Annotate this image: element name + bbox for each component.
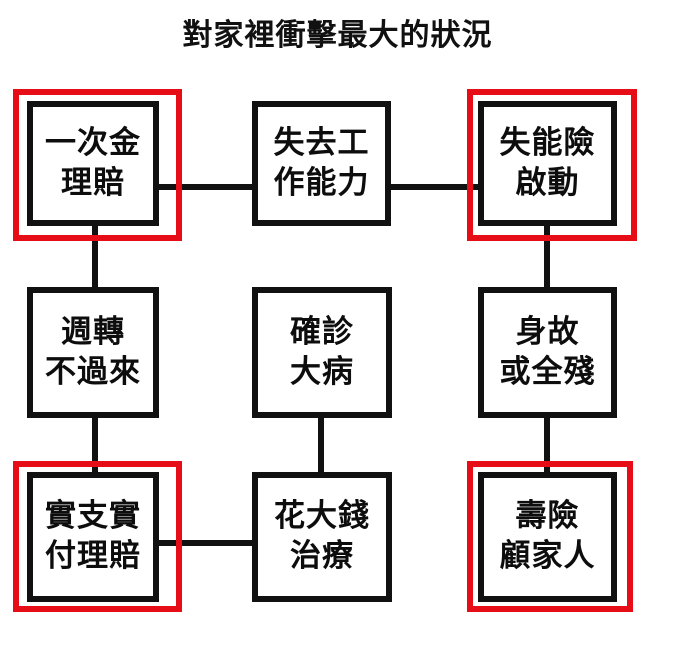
node-label-line1: 壽險 (515, 498, 580, 535)
highlight-frame-life-insurance-for-family (467, 461, 633, 612)
connector-disability-insurance-to-death (544, 222, 550, 292)
node-label-line2: 治療 (290, 538, 354, 574)
connector-illness-to-treatment (318, 410, 324, 472)
node-label-line2: 理賠 (61, 164, 125, 201)
node-label-line1: 週轉 (61, 313, 125, 350)
node-diagnosed-major-illness[interactable]: 確診 大病 (252, 287, 392, 418)
node-disability-insurance-activated[interactable]: 失能險 啟動 (478, 101, 617, 226)
node-label-line2: 顧家人 (499, 538, 596, 574)
node-label-line1: 確診 (290, 313, 354, 350)
node-label-line2: 付理賠 (45, 538, 141, 574)
node-death-or-total-disability[interactable]: 身故 或全殘 (478, 287, 617, 418)
node-label-line2: 作能力 (273, 164, 370, 201)
node-label-line2: 或全殘 (499, 353, 596, 390)
node-label-line1: 身故 (515, 313, 580, 350)
node-label-line2: 不過來 (45, 353, 141, 390)
node-label-line2: 大病 (290, 353, 354, 390)
node-label-line1: 失能險 (499, 124, 596, 161)
node-label-line1: 一次金 (45, 124, 141, 161)
node-actual-expense-reimbursement[interactable]: 實支實 付理賠 (27, 472, 159, 602)
node-label-line2: 啟動 (515, 164, 580, 201)
node-label-line1: 實支實 (45, 498, 141, 535)
node-label-line1: 花大錢 (274, 498, 370, 535)
node-expensive-treatment[interactable]: 花大錢 治療 (252, 472, 392, 602)
connector-reimbursement-to-treatment (158, 540, 258, 546)
highlight-frame-actual-expense-reimbursement (13, 461, 182, 612)
node-cashflow-breakdown[interactable]: 週轉 不過來 (27, 287, 159, 418)
node-life-insurance-for-family[interactable]: 壽險 顧家人 (478, 472, 617, 602)
page-title: 對家裡衝擊最大的狀況 (182, 18, 493, 53)
connector-death-to-life-insurance (544, 410, 550, 472)
connector-lump-sum-to-loss-of-work (158, 184, 258, 190)
node-lump-sum-claim[interactable]: 一次金 理賠 (27, 101, 159, 226)
highlight-frame-lump-sum-claim (13, 89, 182, 241)
node-loss-of-work-ability[interactable]: 失去工 作能力 (252, 101, 391, 226)
node-label-line1: 失去工 (273, 124, 370, 161)
highlight-frame-disability-insurance-activated (467, 89, 637, 241)
connector-lump-sum-to-cashflow (92, 222, 98, 292)
connector-loss-of-work-to-disability-insurance (386, 184, 484, 190)
connector-cashflow-to-reimbursement (92, 410, 98, 472)
